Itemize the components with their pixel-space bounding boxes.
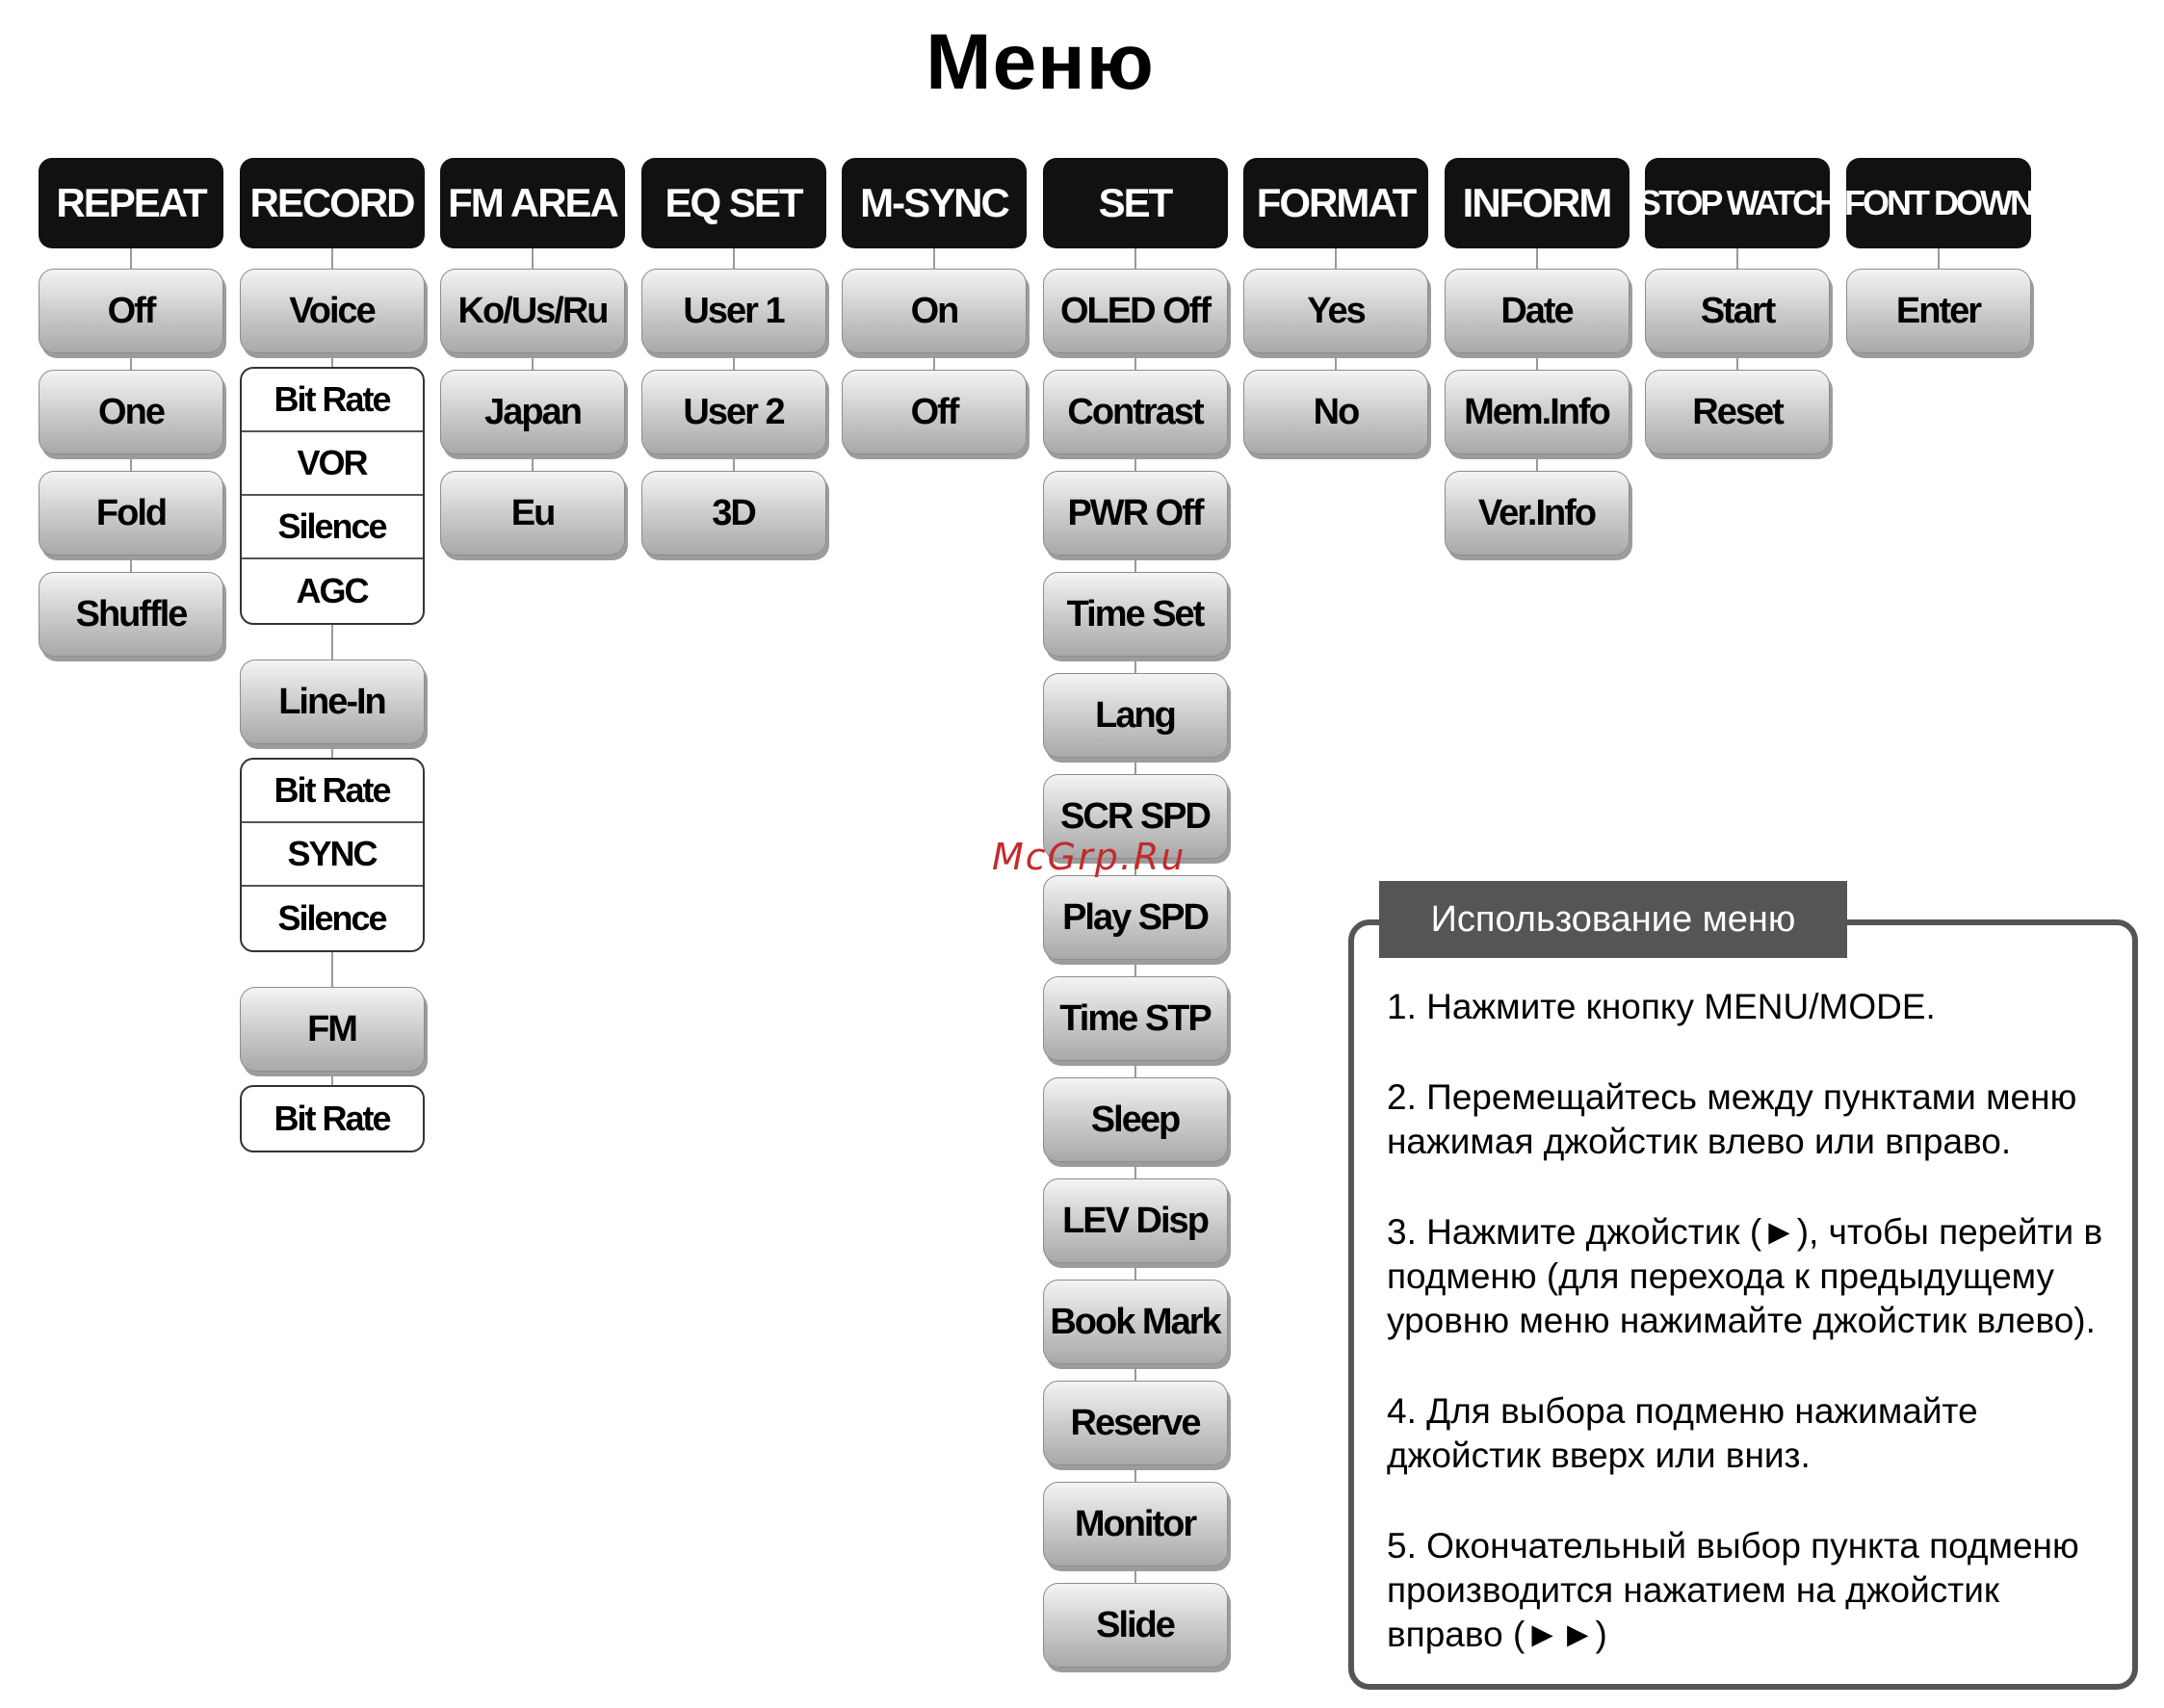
menu-item[interactable]: Eu: [440, 471, 625, 556]
menu-item[interactable]: User 1: [640, 269, 826, 353]
menu-item[interactable]: Line-In: [239, 660, 425, 744]
menu-header[interactable]: FONT DOWN: [1844, 158, 2035, 248]
submenu-item[interactable]: Bit Rate: [241, 760, 423, 823]
menu-item[interactable]: On: [842, 269, 1027, 353]
menu-item[interactable]: Play SPD: [1042, 875, 1228, 960]
menu-item[interactable]: Fold: [39, 471, 223, 556]
menu-item[interactable]: Off: [39, 269, 223, 353]
submenu-item[interactable]: AGC: [296, 571, 370, 610]
menu-item[interactable]: LEV Disp: [1042, 1178, 1228, 1263]
menu-item[interactable]: OLED Off: [1042, 269, 1228, 353]
menu-item[interactable]: Yes: [1243, 269, 1428, 353]
menu-item[interactable]: Japan: [440, 370, 625, 454]
menu-item[interactable]: FM: [239, 987, 425, 1072]
menu-column-eq-set: EQ SET User 1 User 2 3D: [640, 158, 826, 1698]
usage-panel: 1. Нажмите кнопку MENU/MODE. 2. Перемещай…: [1348, 919, 2138, 1690]
menu-header[interactable]: EQ SET: [640, 158, 826, 248]
menu-header[interactable]: FORMAT: [1243, 158, 1428, 248]
menu-item[interactable]: No: [1243, 370, 1428, 454]
menu-item[interactable]: Book Mark: [1042, 1280, 1228, 1364]
submenu-item[interactable]: VOR: [241, 432, 423, 496]
menu-item[interactable]: Shuffle: [39, 572, 223, 657]
usage-step: 4. Для выбора подменю нажимайте джойстик…: [1387, 1391, 1978, 1475]
menu-column-font-down: FONT DOWN Enter: [1844, 158, 2035, 1698]
menu-item[interactable]: Reserve: [1042, 1381, 1228, 1465]
submenu-group: Bit Rate: [239, 1085, 425, 1152]
menu-item[interactable]: Mem.Info: [1444, 370, 1630, 454]
menu-item[interactable]: Voice: [239, 269, 425, 353]
submenu-item[interactable]: SYNC: [241, 823, 423, 887]
usage-step: 3. Нажмите джойстик (►), чтобы перейти в…: [1387, 1212, 2103, 1340]
menu-item[interactable]: Enter: [1845, 269, 2031, 353]
usage-step: 2. Перемещайтесь между пунктами меню наж…: [1387, 1077, 2077, 1161]
menu-item[interactable]: 3D: [640, 471, 826, 556]
menu-item[interactable]: Ko/Us/Ru: [440, 269, 625, 353]
menu-header[interactable]: RECORD: [239, 158, 425, 248]
submenu-item[interactable]: Silence: [277, 898, 387, 938]
menu-header[interactable]: REPEAT: [39, 158, 223, 248]
watermark: McGrp.Ru: [992, 836, 1186, 878]
usage-step: 5. Окончательный выбор пункта подменю пр…: [1387, 1526, 2079, 1654]
usage-steps: 1. Нажмите кнопку MENU/MODE. 2. Перемещай…: [1387, 985, 2121, 1703]
menu-item[interactable]: Sleep: [1042, 1077, 1228, 1162]
usage-step: 1. Нажмите кнопку MENU/MODE.: [1387, 987, 1936, 1026]
menu-item[interactable]: Off: [842, 370, 1027, 454]
menu-header[interactable]: INFORM: [1444, 158, 1630, 248]
submenu-item[interactable]: Bit Rate: [274, 1099, 391, 1138]
submenu-item[interactable]: Silence: [241, 496, 423, 559]
menu-header[interactable]: M-SYNC: [842, 158, 1027, 248]
submenu-item[interactable]: Bit Rate: [241, 369, 423, 432]
menu-item[interactable]: Reset: [1645, 370, 1830, 454]
menu-item[interactable]: Monitor: [1042, 1482, 1228, 1566]
menu-item[interactable]: Date: [1444, 269, 1630, 353]
menu-item[interactable]: Contrast: [1042, 370, 1228, 454]
page-title: Меню: [926, 18, 1155, 106]
menu-item[interactable]: PWR Off: [1042, 471, 1228, 556]
menu-item[interactable]: Slide: [1042, 1583, 1228, 1668]
menu-header[interactable]: STOP WATCH: [1638, 158, 1839, 248]
menu-item[interactable]: Start: [1645, 269, 1830, 353]
menu-item[interactable]: Ver.Info: [1444, 471, 1630, 556]
menu-header[interactable]: FM AREA: [440, 158, 625, 248]
menu-item[interactable]: Time Set: [1042, 572, 1228, 657]
menu-item[interactable]: SCR SPD: [1042, 774, 1228, 859]
menu-header[interactable]: SET: [1042, 158, 1228, 248]
menu-item[interactable]: Lang: [1042, 673, 1228, 758]
menu-item[interactable]: Time STP: [1042, 976, 1228, 1061]
menu-item[interactable]: User 2: [640, 370, 826, 454]
menu-item[interactable]: One: [39, 370, 223, 454]
usage-panel-title: Использование меню: [1379, 881, 1847, 958]
